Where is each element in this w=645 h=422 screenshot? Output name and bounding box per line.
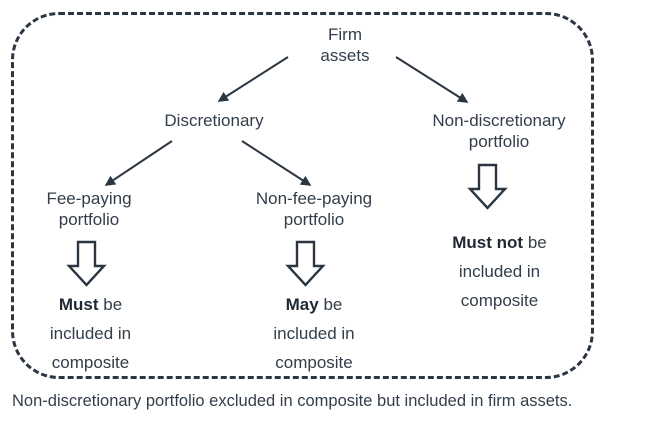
outcome-line-3: composite — [51, 353, 130, 372]
outcome-line-1: May be — [240, 290, 388, 319]
node-fee-paying-portfolio: Fee-paying portfolio — [46, 189, 132, 229]
outcome-line-2: included in — [273, 324, 355, 343]
outcome-emphasis: Must — [58, 295, 99, 314]
outcome-fee-paying: Must be included in composite — [23, 290, 158, 377]
outcome-emphasis: May — [285, 295, 319, 314]
outcome-line-3: composite — [275, 353, 353, 372]
outcome-line-2: included in — [458, 262, 541, 281]
node-firm-assets: Firm assets — [320, 25, 370, 65]
outcome-line-1: Must be — [23, 290, 158, 319]
outcome-rest: be — [318, 295, 343, 314]
diagram-caption: Non-discretionary portfolio excluded in … — [12, 392, 573, 410]
node-non-discretionary-portfolio: Non-discretionary portfolio — [432, 111, 566, 151]
firm-assets-boundary-box — [11, 12, 594, 379]
node-non-fee-paying-portfolio: Non-fee-paying portfolio — [255, 189, 373, 229]
outcome-rest: be — [98, 295, 123, 314]
outcome-emphasis: Must not — [452, 233, 524, 252]
node-discretionary: Discretionary — [164, 111, 264, 130]
outcome-line-1: Must not be — [412, 228, 587, 257]
outcome-line-3: composite — [460, 291, 539, 310]
outcome-rest: be — [523, 233, 547, 252]
outcome-line-2: included in — [49, 324, 132, 343]
outcome-non-fee-paying: May be included in composite — [240, 290, 388, 377]
outcome-non-discretionary: Must not be included in composite — [412, 228, 587, 315]
